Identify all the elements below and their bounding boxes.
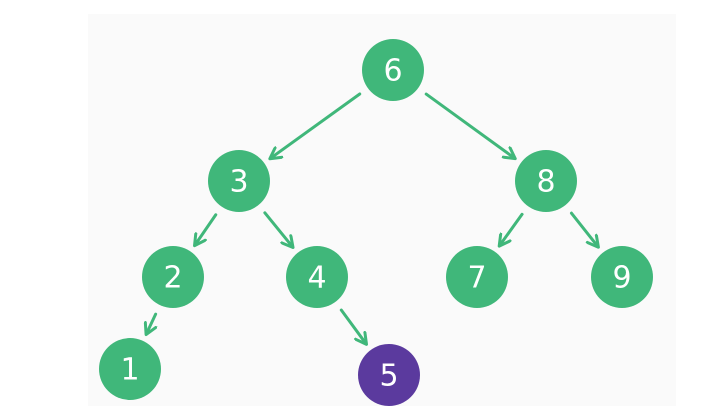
edge-2-to-1 bbox=[147, 312, 156, 334]
node-circle bbox=[142, 246, 204, 308]
tree-node-4: 4 bbox=[286, 246, 348, 308]
tree-node-2: 2 bbox=[142, 246, 204, 308]
edge-6-to-3 bbox=[271, 92, 362, 158]
node-label: 6 bbox=[383, 54, 402, 89]
tree-node-7: 7 bbox=[446, 246, 508, 308]
node-label: 5 bbox=[379, 359, 398, 394]
node-label: 7 bbox=[467, 261, 486, 296]
node-circle bbox=[446, 246, 508, 308]
node-label: 9 bbox=[612, 261, 631, 296]
node-label: 3 bbox=[229, 165, 248, 200]
edge-4-to-5 bbox=[339, 308, 366, 344]
tree-node-5-highlighted: 5 bbox=[358, 344, 420, 406]
tree-node-3: 3 bbox=[208, 150, 270, 212]
node-label: 8 bbox=[536, 165, 555, 200]
tree-node-6: 6 bbox=[362, 39, 424, 101]
nodes: 6 3 8 2 4 7 9 1 5 bbox=[99, 39, 653, 406]
node-circle bbox=[515, 150, 577, 212]
node-circle bbox=[591, 246, 653, 308]
node-circle bbox=[208, 150, 270, 212]
tree-node-9: 9 bbox=[591, 246, 653, 308]
node-circle bbox=[286, 246, 348, 308]
edge-6-to-8 bbox=[424, 92, 514, 158]
node-circle bbox=[358, 344, 420, 406]
edge-3-to-2 bbox=[195, 213, 218, 245]
tree-node-8: 8 bbox=[515, 150, 577, 212]
tree-node-1: 1 bbox=[99, 338, 161, 400]
node-circle bbox=[99, 338, 161, 400]
edges bbox=[147, 92, 598, 344]
node-circle bbox=[362, 39, 424, 101]
node-label: 2 bbox=[163, 261, 182, 296]
edge-8-to-7 bbox=[500, 212, 524, 245]
edge-8-to-9 bbox=[569, 211, 597, 246]
edge-3-to-4 bbox=[263, 211, 293, 247]
node-label: 4 bbox=[307, 261, 326, 296]
node-label: 1 bbox=[120, 353, 139, 388]
